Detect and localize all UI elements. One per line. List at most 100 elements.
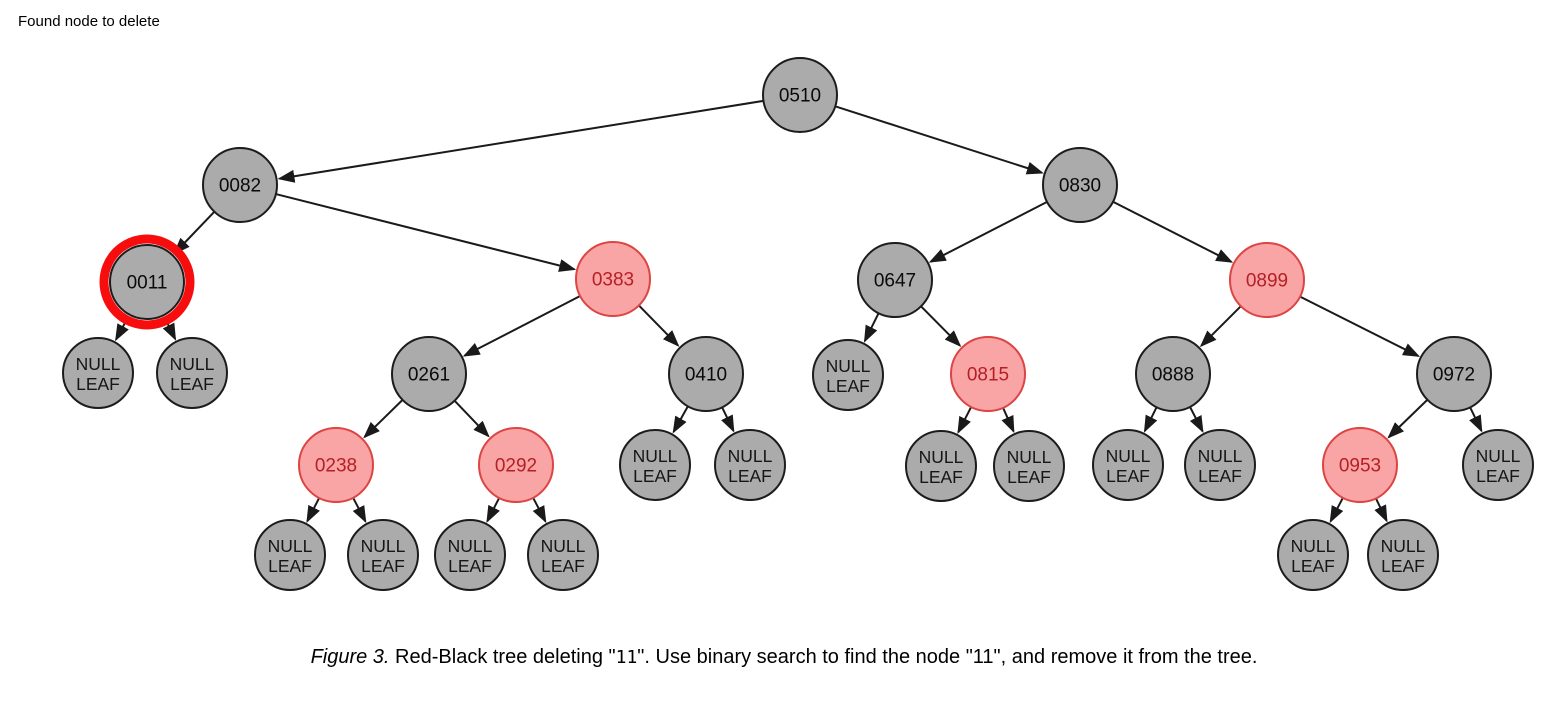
leaf-label-line: NULL — [170, 354, 215, 374]
tree-node-0888: 0888 — [1135, 336, 1211, 412]
node-label: 0410 — [685, 365, 727, 386]
tree-node-0647: 0647 — [857, 242, 933, 318]
tree-edge — [277, 99, 764, 183]
leaf-label-line: NULL — [1106, 446, 1151, 466]
tree-edge — [1299, 295, 1421, 357]
tree-edge — [486, 497, 501, 523]
caption-segment: 11 — [615, 647, 638, 668]
tree-edge — [1001, 407, 1015, 434]
tree-edge — [275, 193, 577, 272]
node-label: 0899 — [1246, 271, 1288, 292]
tree-node-0238: 0238 — [298, 427, 374, 503]
tree-edge — [1199, 305, 1242, 348]
tree-node-0830: 0830 — [1042, 147, 1118, 223]
tree-edge — [306, 497, 321, 523]
tree-edge — [1469, 406, 1483, 433]
tree-node-0972: 0972 — [1416, 336, 1492, 412]
node-label: 0888 — [1152, 365, 1194, 386]
node-label: 0830 — [1059, 176, 1101, 197]
caption-segment: Figure 3. — [310, 646, 390, 668]
tree-edge — [162, 321, 177, 341]
node-label: 0292 — [495, 456, 537, 477]
node-label: 0011 — [127, 273, 168, 294]
node-label: 0383 — [592, 270, 634, 291]
leaf-label-line: LEAF — [1291, 556, 1335, 576]
leaf-label-line: LEAF — [541, 556, 585, 576]
leaf-label-line: LEAF — [1381, 556, 1425, 576]
leaf-label-line: LEAF — [1198, 466, 1242, 486]
node-label: 0510 — [779, 86, 821, 107]
tree-edge — [462, 295, 581, 357]
leaf-label-line: LEAF — [1476, 466, 1520, 486]
tree-edge — [1112, 200, 1234, 263]
leaf-label-line: NULL — [728, 446, 773, 466]
highlight-ring — [99, 234, 195, 330]
tree-node-0383: 0383 — [575, 241, 651, 317]
node-label: 0238 — [315, 456, 357, 477]
leaf-label-line: LEAF — [361, 556, 405, 576]
tree-node-0011: 0011 — [99, 234, 195, 330]
node-label: 0815 — [967, 365, 1009, 386]
leaf-label-line: NULL — [1291, 536, 1336, 556]
node-label: 0082 — [219, 176, 261, 197]
leaf-label-line: LEAF — [826, 376, 870, 396]
tree-edge — [1189, 406, 1204, 434]
tree-edge — [115, 321, 129, 342]
tree-edge — [928, 201, 1048, 263]
leaf-label-line: LEAF — [268, 556, 312, 576]
leaf-label-line: NULL — [448, 536, 493, 556]
tree-edge — [957, 406, 973, 434]
tree-edge — [363, 399, 404, 439]
leaf-label-line: NULL — [1381, 536, 1426, 556]
tree-edge — [173, 211, 216, 255]
leaf-label-line: LEAF — [1007, 467, 1051, 487]
leaf-label-line: NULL — [541, 536, 586, 556]
tree-edge — [721, 406, 735, 433]
tree-node-0261: 0261 — [391, 336, 467, 412]
leaf-label-line: NULL — [1198, 446, 1243, 466]
tree-node-0292: 0292 — [478, 427, 554, 503]
tree-edge — [1374, 497, 1388, 523]
tree-edge — [1387, 399, 1429, 439]
node-label: 0261 — [408, 365, 450, 386]
tree-edge — [453, 400, 490, 438]
leaf-label-line: LEAF — [728, 466, 772, 486]
tree-edge — [638, 304, 680, 347]
node-label: 0647 — [874, 271, 916, 292]
tree-edge — [1329, 497, 1344, 524]
node-label: 0953 — [1339, 456, 1381, 477]
leaf-label-line: NULL — [361, 536, 406, 556]
tree-edge — [532, 497, 547, 524]
tree-edge — [834, 105, 1044, 175]
leaf-label-line: LEAF — [170, 374, 214, 394]
